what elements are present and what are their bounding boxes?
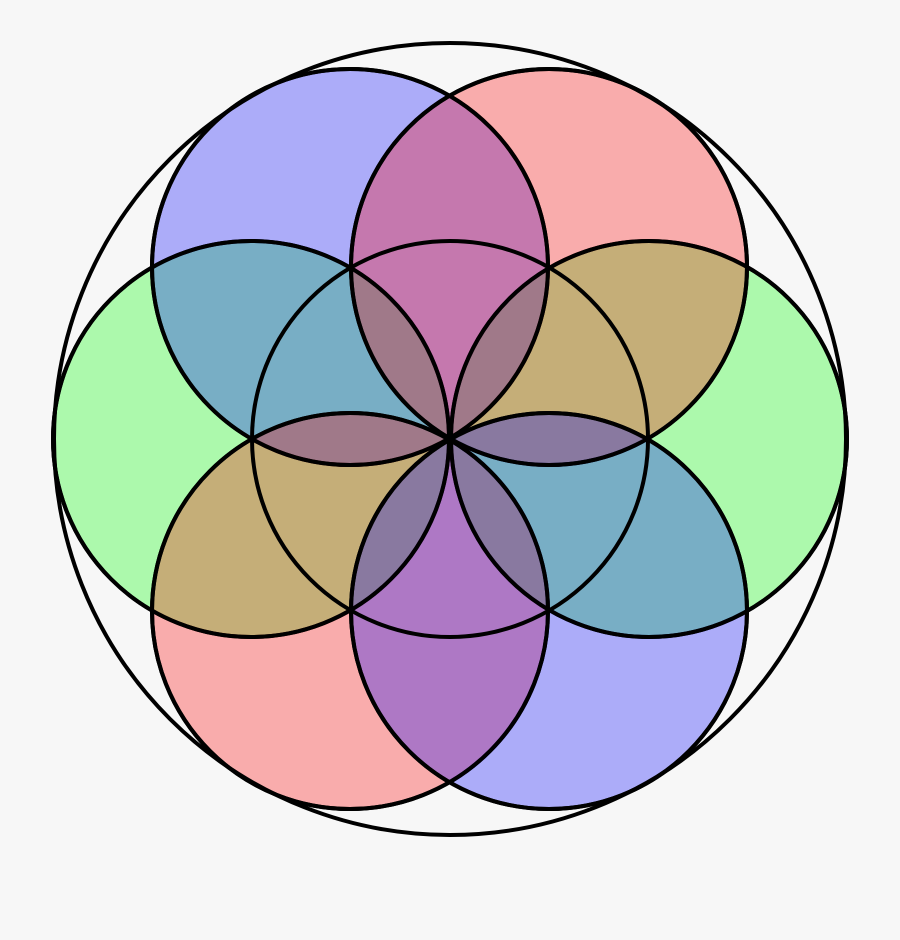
circle-top-right: [349, 67, 749, 467]
bounding-circle: [52, 41, 848, 837]
circle-outlines: [51, 67, 849, 811]
circle-bottom-left: [150, 411, 550, 811]
circle-top-left: [150, 67, 550, 467]
circle-bottom-right: [349, 411, 749, 811]
